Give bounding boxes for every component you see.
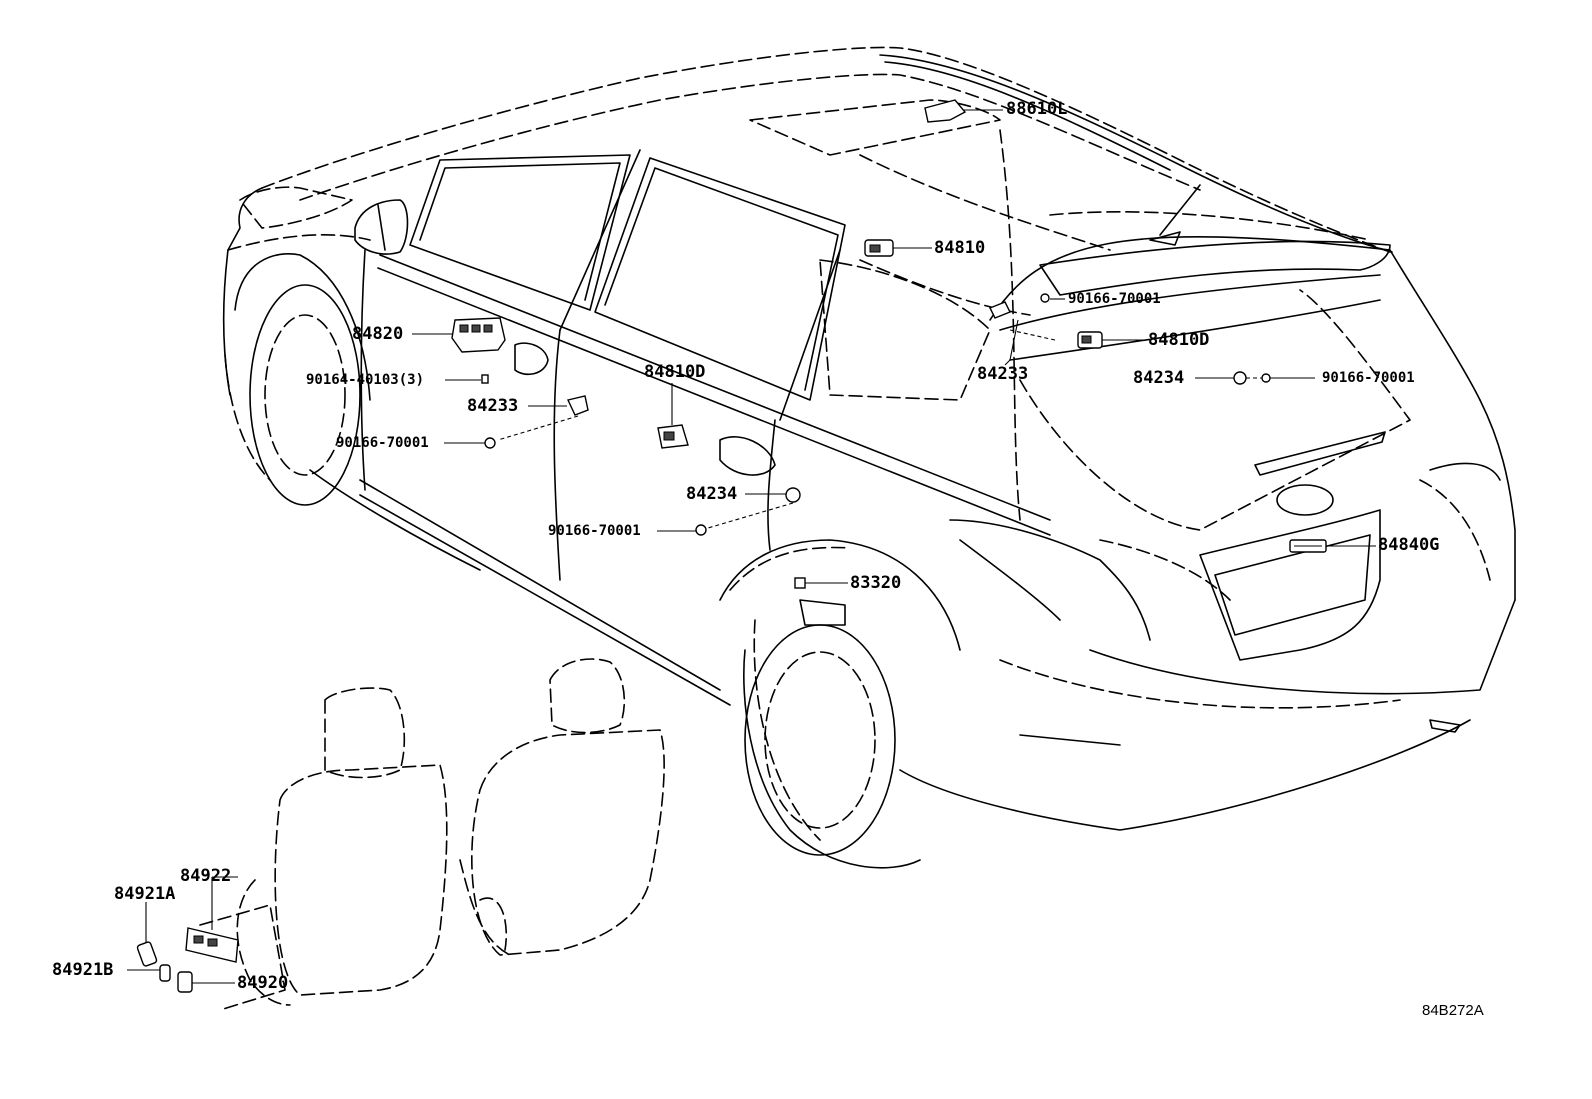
vehicle-outline <box>222 46 1516 869</box>
callout-84820: 84820 <box>352 324 404 344</box>
callout-84921B: 84921B <box>52 960 114 980</box>
callout-83320: 83320 <box>850 573 902 593</box>
callout-88610L: 88610L <box>1006 99 1068 119</box>
callout-84233-right: 84233 <box>977 364 1029 384</box>
callout-84233-left: 84233 <box>467 396 519 416</box>
leader-lines <box>127 109 1376 984</box>
callout-84810D-right: 84810D <box>1148 330 1210 350</box>
callout-84922: 84922 <box>180 866 232 886</box>
callout-84920: 84920 <box>237 973 289 993</box>
callout-84840G: 84840G <box>1378 535 1440 555</box>
diagram-code: 84B272A <box>1422 1002 1484 1019</box>
part-symbols <box>136 99 1327 993</box>
callout-90166-70001-c: 90166-70001 <box>336 435 429 451</box>
callout-84234-center: 84234 <box>686 484 738 504</box>
callout-90166-70001-b: 90166-70001 <box>1322 370 1415 386</box>
callout-84810: 84810 <box>934 238 986 258</box>
callout-84810D-center: 84810D <box>644 362 706 382</box>
callout-84921A: 84921A <box>114 884 176 904</box>
callout-90166-70001-a: 90166-70001 <box>1068 291 1161 307</box>
callout-84234-right: 84234 <box>1133 368 1185 388</box>
callout-90164-40103: 90164-40103(3) <box>306 372 425 388</box>
seat-outline <box>199 658 665 1011</box>
callout-90166-70001-d: 90166-70001 <box>548 523 641 539</box>
